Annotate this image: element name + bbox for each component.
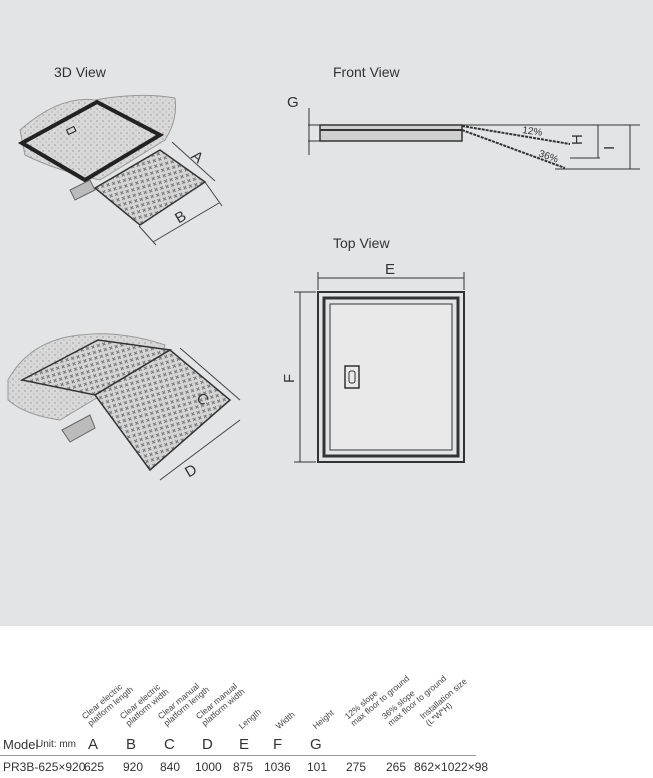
dim-A: A (188, 147, 207, 166)
unit-label: Unit: mm (36, 739, 76, 750)
front-view-drawing (308, 108, 640, 170)
value-cell: 1036 (264, 760, 291, 774)
dim-G: G (287, 94, 299, 111)
value-cell: 275 (346, 760, 367, 774)
value-cell: 875 (233, 760, 254, 774)
header-desc: Length (236, 706, 263, 731)
model-cell: PR3B-625×920 (3, 760, 86, 774)
header-letter: G (310, 736, 322, 753)
slope-12: 12% (522, 125, 543, 139)
top-view-drawing (294, 272, 465, 463)
dim-I: I (601, 146, 618, 150)
top-view-title: Top View (333, 235, 390, 251)
dim-H: H (569, 134, 586, 145)
model-header: Model (3, 737, 39, 752)
slope-36: 36% (537, 148, 560, 165)
value-cell: 840 (160, 760, 181, 774)
header-desc: Width (273, 709, 297, 731)
front-view-title: Front View (333, 64, 400, 80)
value-cell: 625 (84, 760, 105, 774)
header-letter: D (202, 736, 213, 753)
3d-view-electric (17, 94, 223, 246)
header-letter: C (164, 736, 175, 753)
value-cell: 1000 (195, 760, 222, 774)
dim-D: D (182, 461, 200, 481)
value-cell: 101 (307, 760, 328, 774)
dim-E: E (385, 261, 395, 278)
header-letter: E (239, 736, 250, 753)
technical-drawings: A B C D G 12% 36% H I E F (7, 94, 640, 481)
header-letter: B (126, 736, 137, 753)
dim-B: B (172, 207, 189, 227)
value-cell: 862×1022×98 (414, 760, 489, 774)
dim-F: F (281, 374, 298, 383)
header-letter: F (273, 736, 283, 753)
header-desc: Height (310, 707, 336, 731)
3d-view-title: 3D View (54, 64, 106, 80)
value-cell: 265 (386, 760, 407, 774)
value-cell: 920 (123, 760, 144, 774)
header-letter: A (88, 736, 99, 753)
table-divider (0, 755, 476, 756)
3d-view-manual (7, 333, 241, 481)
